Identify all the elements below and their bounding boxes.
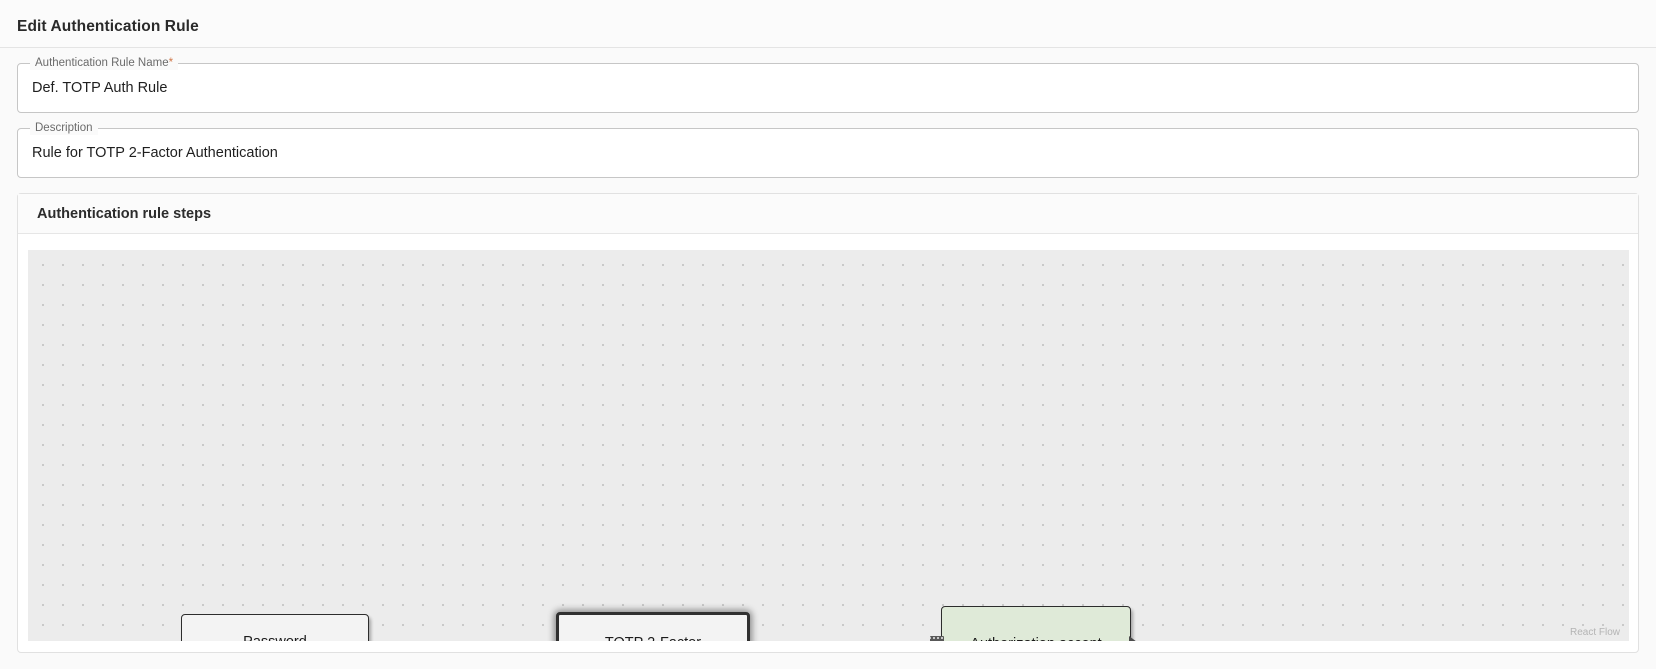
node-label-line-1: TOTP 2-Factor [605,633,701,641]
flow-node-totp-2-factor-authentication[interactable]: TOTP 2-Factor Authentication [556,612,750,641]
rule-name-input[interactable]: Def. TOTP Auth Rule [32,80,168,96]
page-title: Edit Authentication Rule [17,18,199,35]
node-output-arrow-icon [1129,635,1141,641]
rule-name-field[interactable]: Authentication Rule Name* Def. TOTP Auth… [17,56,1639,113]
flow-node-label: TOTP 2-Factor Authentication [605,633,701,641]
description-label: Description [30,121,98,135]
flow-node-label: Password Authentication [229,632,321,641]
node-label-line-1: Password [229,632,321,641]
flow-edges [28,250,1629,641]
description-input[interactable]: Rule for TOTP 2-Factor Authentication [32,145,278,161]
rule-name-label: Authentication Rule Name* [30,56,179,70]
flow-node-label: Authorization accept [970,634,1101,641]
flow-node-password-authentication[interactable]: Password Authentication [181,614,369,641]
steps-panel-header: Authentication rule steps [18,194,1638,234]
node-input-handle[interactable] [930,635,944,641]
title-bar: Edit Authentication Rule [0,0,1656,48]
required-marker: * [168,57,174,69]
flow-node-authorization-accept[interactable]: Authorization accept [930,606,1141,641]
flow-canvas[interactable]: Password Authentication TOTP 2-Factor Au… [28,250,1629,641]
react-flow-attribution[interactable]: React Flow [1569,627,1620,638]
steps-panel-title: Authentication rule steps [37,206,212,222]
node-label-line-1: Authorization accept [970,634,1101,641]
rule-name-label-text: Authentication Rule Name [35,57,169,69]
authentication-rule-steps-panel: Authentication rule steps Password Authe… [17,193,1639,653]
description-field[interactable]: Description Rule for TOTP 2-Factor Authe… [17,121,1639,178]
